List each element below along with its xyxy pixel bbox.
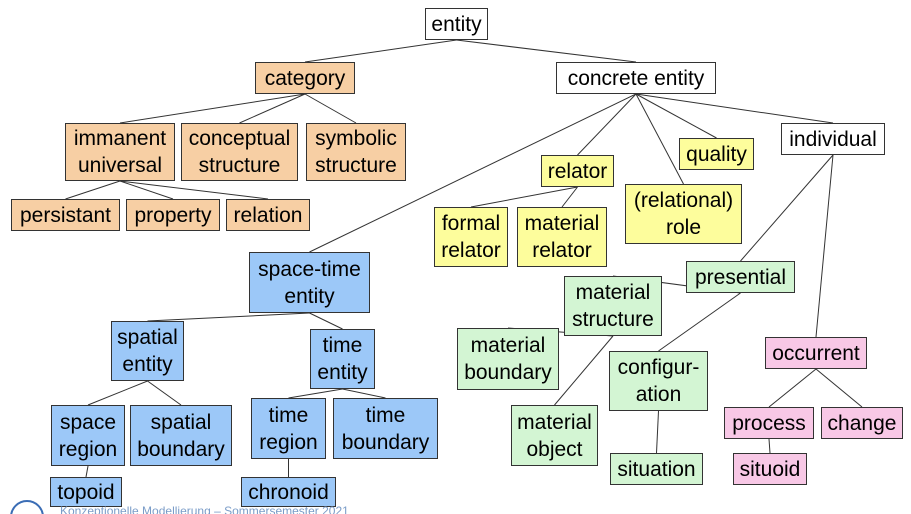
edge-category-conceptual_structure (239, 93, 306, 124)
edge-occurrent-process (768, 368, 817, 408)
node-change: change (821, 407, 903, 439)
node-concrete-entity: concrete entity (556, 62, 716, 94)
edge-spatial_entity-space_region (87, 380, 148, 406)
edge-space_region-topoid (85, 465, 89, 478)
node-space-region: space region (51, 405, 125, 466)
node-topoid: topoid (50, 477, 122, 507)
node-individual: individual (781, 123, 885, 155)
edge-category-symbolic_structure (304, 93, 357, 124)
node-chronoid: chronoid (241, 477, 336, 507)
node-category: category (255, 62, 355, 94)
edge-concrete_entity-quality (635, 93, 717, 139)
edge-configuration-situation (656, 410, 659, 454)
edge-material_structure-material_object (554, 335, 614, 406)
node-property: property (126, 199, 220, 231)
node-configuration: configur- ation (609, 351, 708, 411)
edge-concrete_entity-relational_role (635, 93, 684, 185)
edge-relator-formal_relator (470, 186, 578, 208)
node-relation: relation (226, 199, 310, 231)
edge-concrete_entity-space_time_entity (309, 93, 637, 253)
edge-presential-configuration (658, 292, 741, 352)
node-material-relator: material relator (517, 207, 607, 267)
edge-category-immanent_universal (119, 93, 306, 124)
edge-concrete_entity-individual (635, 93, 834, 124)
node-material-object: material object (511, 405, 598, 466)
node-relational-role: (relational) role (625, 184, 742, 244)
node-spatial-boundary: spatial boundary (130, 405, 232, 466)
edge-entity-concrete_entity (456, 39, 637, 63)
edge-space_time_entity-spatial_entity (147, 312, 310, 322)
node-formal-relator: formal relator (434, 207, 508, 267)
node-time-region: time region (251, 398, 326, 459)
edge-relator-material_relator (561, 186, 578, 208)
node-presential: presential (686, 261, 795, 293)
node-persistant: persistant (11, 199, 120, 231)
edge-immanent_universal-relation (119, 180, 269, 200)
node-entity: entity (425, 8, 488, 40)
node-space-time-entity: space-time entity (249, 252, 370, 313)
node-material-boundary: material boundary (457, 328, 559, 390)
node-process: process (724, 407, 814, 439)
node-symbolic-structure: symbolic structure (306, 123, 406, 181)
node-time-entity: time entity (310, 329, 375, 389)
node-immanent-universal: immanent universal (65, 123, 175, 181)
node-material-structure: material structure (564, 276, 662, 336)
edge-immanent_universal-property (119, 180, 174, 200)
node-situation: situation (610, 453, 703, 485)
node-spatial-entity: spatial entity (111, 321, 184, 381)
node-conceptual-structure: conceptual structure (181, 123, 298, 181)
edge-time_entity-time_boundary (342, 388, 386, 399)
edge-entity-category (304, 39, 457, 63)
node-relator: relator (541, 155, 614, 187)
edge-process-situoid (768, 438, 771, 454)
node-quality: quality (679, 138, 754, 170)
node-occurrent: occurrent (765, 337, 867, 369)
edge-concrete_entity-relator (577, 93, 637, 156)
edge-time_entity-time_region (288, 388, 343, 399)
edge-individual-occurrent (815, 154, 834, 338)
edge-individual-presential (740, 154, 834, 262)
node-time-boundary: time boundary (333, 398, 438, 459)
footer-text: Konzeptionelle Modellierung – Sommerseme… (60, 504, 349, 514)
edge-space_time_entity-time_entity (309, 312, 343, 330)
edge-occurrent-change (815, 368, 863, 408)
node-situoid: situoid (733, 453, 807, 485)
edge-immanent_universal-persistant (65, 180, 121, 200)
edge-spatial_entity-spatial_boundary (147, 380, 182, 406)
